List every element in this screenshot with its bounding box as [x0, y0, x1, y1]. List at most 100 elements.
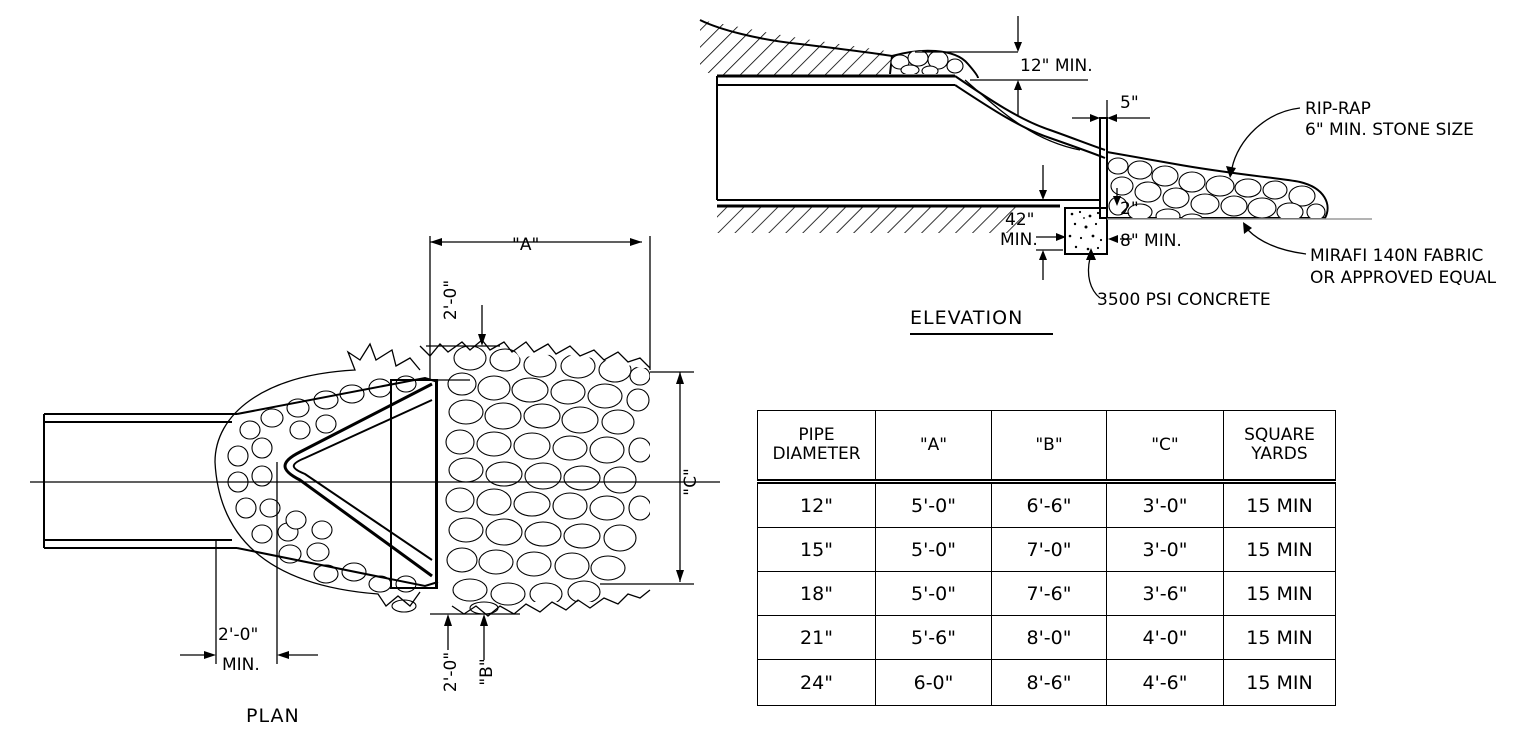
fabric-leader-head	[1243, 222, 1252, 234]
riprap-leader	[1231, 107, 1301, 169]
fabric-leader	[1247, 229, 1307, 255]
dim-12in-min-label: 12" MIN.	[1020, 56, 1093, 76]
cell-c: 3'-0"	[1106, 481, 1224, 528]
plan-flare-bottom	[236, 547, 439, 588]
cell-square-yards: 15 MIN	[1223, 527, 1336, 572]
dim-c-arrowhead-bottom	[676, 570, 684, 582]
dim-top-2ft-label: 2'-0"	[441, 280, 461, 320]
cell-square-yards: 15 MIN	[1223, 481, 1336, 528]
riprap-leader-head	[1226, 166, 1236, 178]
dim-top-2ft-arrowhead	[478, 334, 486, 346]
riprap-note-line-2: 6" MIN. STONE SIZE	[1305, 120, 1474, 140]
concrete-leader	[1087, 257, 1101, 299]
cell-a: 6-0"	[875, 659, 992, 706]
cell-a: 5'-0"	[875, 481, 992, 528]
concrete-footing	[1064, 207, 1108, 255]
cell-a: 5'-6"	[875, 615, 992, 660]
dim-8in-min-label: 8" MIN.	[1120, 231, 1182, 251]
elevation-title: ELEVATION	[910, 307, 1023, 329]
plan-v-outer	[283, 382, 433, 578]
riprap-note-line-1: RIP-RAP	[1305, 99, 1371, 119]
cell-pipe-diameter: 15"	[757, 527, 876, 572]
table-row: 24" 6-0" 8'-6" 4'-6" 15 MIN	[757, 659, 1336, 706]
concrete-note: 3500 PSI CONCRETE	[1097, 290, 1271, 310]
cell-b: 8'-6"	[991, 659, 1107, 706]
elevation-riprap-stones	[1107, 157, 1326, 218]
header-a: "A"	[875, 410, 992, 484]
plan-title: PLAN	[246, 705, 300, 727]
cell-pipe-diameter: 18"	[757, 571, 876, 616]
fabric-note-line-1: MIRAFI 140N FABRIC	[1310, 246, 1483, 266]
dim-2in-arrowhead	[1113, 196, 1121, 206]
header-c: "C"	[1106, 410, 1224, 484]
end-section-slope-3	[964, 79, 1081, 151]
dim-12in-arrowhead-bottom	[1014, 80, 1022, 90]
dim-8in-arrowhead	[1108, 235, 1118, 243]
toe-wall	[1099, 117, 1108, 219]
cell-c: 3'-0"	[1106, 527, 1224, 572]
plan-riprap-outline	[214, 339, 651, 617]
ground-hatch-top	[700, 20, 892, 76]
cell-c: 4'-6"	[1106, 659, 1224, 706]
dim-5in-arrowhead-right	[1107, 114, 1117, 122]
dim-left-min-label: MIN.	[222, 655, 260, 675]
plan-riprap-stones	[215, 346, 650, 614]
top-stones	[890, 49, 964, 74]
dim-42in-arrowhead-bottom	[1039, 250, 1047, 260]
cell-c: 4'-0"	[1106, 615, 1224, 660]
cell-a: 5'-0"	[875, 527, 992, 572]
elevation-view: 12" MIN. 5" 2" 42" MIN. 8" MIN. RIP-RAP …	[699, 16, 1497, 335]
dim-5in-arrowhead-left	[1090, 114, 1100, 122]
table-row: 21" 5'-6" 8'-0" 4'-0" 15 MIN	[757, 615, 1336, 660]
dim-42in-label: 42"	[1005, 210, 1034, 230]
cell-pipe-diameter: 24"	[757, 659, 876, 706]
cell-b: 7'-0"	[991, 527, 1107, 572]
dim-left-arrowhead-r	[277, 651, 289, 659]
fabric-note-line-2: OR APPROVED EQUAL	[1310, 268, 1497, 288]
cell-b: 6'-6"	[991, 481, 1107, 528]
cell-square-yards: 15 MIN	[1223, 571, 1336, 616]
cell-square-yards: 15 MIN	[1223, 659, 1336, 706]
dim-c-arrowhead-top	[676, 372, 684, 384]
end-section-slope-1	[954, 75, 1106, 151]
dim-bottom-2ft-arrowhead	[444, 614, 452, 626]
dim-42in-arrowhead-top	[1039, 190, 1047, 200]
dim-42in-min-label: MIN.	[1000, 230, 1038, 250]
cell-c: 3'-6"	[1106, 571, 1224, 616]
cell-a: 5'-0"	[875, 571, 992, 616]
dim-left-2ft-label: 2'-0"	[218, 625, 258, 645]
dim-b-label: "B"	[477, 658, 497, 685]
cell-pipe-diameter: 12"	[757, 481, 876, 528]
plan-v-inner	[292, 399, 433, 561]
dim-bottom-2ft-label: 2'-0"	[441, 652, 461, 692]
dim-5in-label: 5"	[1120, 93, 1139, 113]
cell-square-yards: 15 MIN	[1223, 615, 1336, 660]
table-row: 15" 5'-0" 7'-0" 3'-0" 15 MIN	[757, 527, 1336, 572]
dim-left-arrowhead-l	[204, 651, 216, 659]
dim-a-arrowhead-left	[430, 238, 442, 246]
dim-a-arrowhead-right	[630, 238, 642, 246]
table-row: 18" 5'-0" 7'-6" 3'-6" 15 MIN	[757, 571, 1336, 616]
ground-line-top	[699, 19, 893, 57]
cell-b: 8'-0"	[991, 615, 1107, 660]
dim-a-label: "A"	[512, 235, 539, 255]
dim-2in-label: 2"	[1120, 199, 1139, 219]
dim-b-arrowhead	[480, 614, 488, 626]
dim-12in-arrowhead-top	[1014, 42, 1022, 52]
cell-pipe-diameter: 21"	[757, 615, 876, 660]
dim-42in-leader-head	[1056, 233, 1066, 241]
cell-b: 7'-6"	[991, 571, 1107, 616]
dim-c-label: "C"	[681, 468, 701, 496]
header-b: "B"	[991, 410, 1107, 484]
plan-view: "A" "C" 2'-0" 2'-0" "B" 2'-0" MIN. PLAN	[30, 235, 720, 727]
riprap-outline	[1106, 151, 1329, 219]
concrete-speckle	[1068, 210, 1103, 251]
ground-hatch-bottom	[717, 207, 1022, 233]
end-section-slope-2	[954, 84, 1106, 159]
table-row: 12" 5'-0" 6'-6" 3'-0" 15 MIN	[757, 481, 1336, 528]
